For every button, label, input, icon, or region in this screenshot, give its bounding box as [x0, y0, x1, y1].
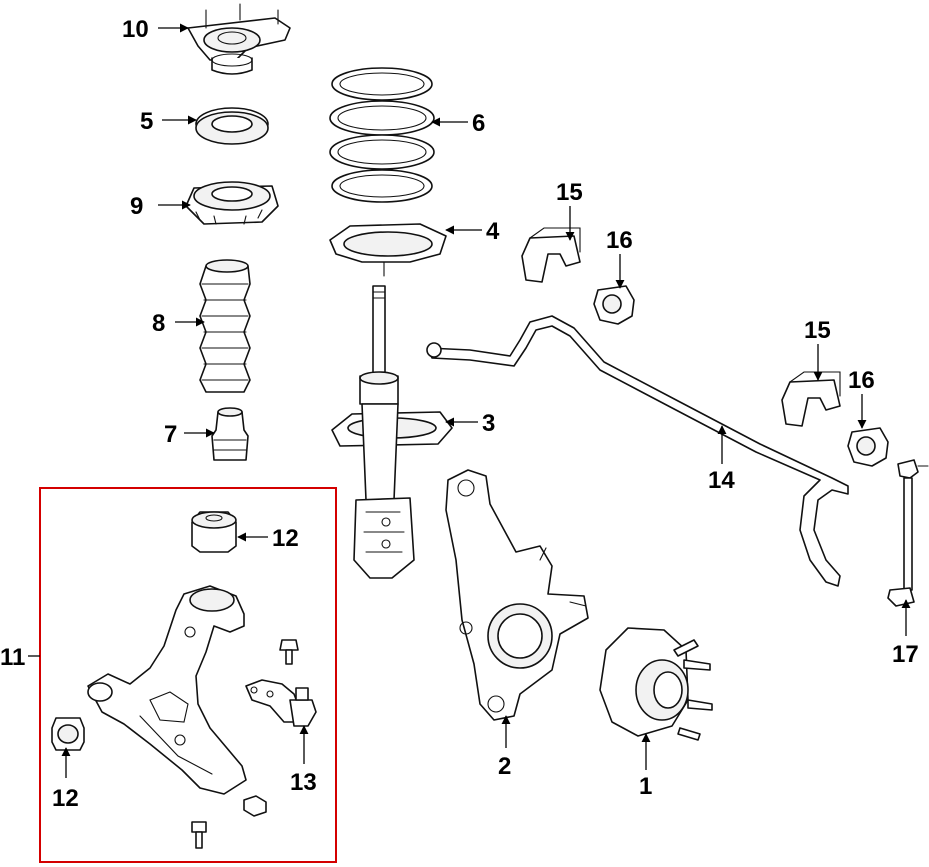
- bar-bushing-upper-part[interactable]: [593, 285, 635, 325]
- bump-stop-part[interactable]: [211, 407, 249, 461]
- hub-bearing-part[interactable]: [599, 627, 713, 741]
- bearing-part[interactable]: [195, 107, 269, 145]
- knuckle-part[interactable]: [445, 469, 589, 721]
- callout-7: 7: [164, 421, 177, 448]
- callout-14: 14: [708, 467, 735, 494]
- lower-control-arm-part[interactable]: [87, 585, 247, 795]
- callout-6: 6: [472, 110, 485, 137]
- stabilizer-bar-part[interactable]: [426, 315, 849, 587]
- callout-9: 9: [130, 193, 143, 220]
- strut-mount-part[interactable]: [187, 3, 291, 75]
- bracket-lower-part[interactable]: [781, 371, 841, 427]
- bar-bushing-lower-part[interactable]: [847, 427, 889, 467]
- bracket-upper-part[interactable]: [521, 227, 581, 283]
- dust-boot-part[interactable]: [199, 259, 251, 393]
- callout-16-upper: 16: [606, 227, 633, 254]
- callout-labels: 10 5 9 8 7 6 4 3 2 1 15 16 15 16 14 17 1…: [0, 16, 919, 812]
- bushing-top-part[interactable]: [191, 511, 237, 553]
- lower-arm-highlight-frame: [39, 487, 337, 863]
- coil-spring-part[interactable]: [329, 67, 435, 203]
- callout-16-lower: 16: [848, 367, 875, 394]
- callout-3: 3: [482, 410, 495, 437]
- callout-8: 8: [152, 310, 165, 337]
- callout-1: 1: [639, 773, 652, 800]
- strut-part[interactable]: [331, 285, 453, 579]
- callout-12-left: 12: [52, 785, 79, 812]
- bolt-part[interactable]: [191, 639, 299, 849]
- ball-joint-part[interactable]: [245, 679, 317, 727]
- callout-2: 2: [498, 753, 511, 780]
- callout-10: 10: [122, 16, 149, 43]
- lower-spring-seat-part[interactable]: [329, 223, 447, 277]
- leader-lines: [28, 23, 911, 778]
- nut-part[interactable]: [243, 795, 267, 817]
- callout-15-upper: 15: [556, 179, 583, 206]
- bushing-left-part[interactable]: [51, 717, 85, 751]
- callout-5: 5: [140, 108, 153, 135]
- callout-15-lower: 15: [804, 317, 831, 344]
- callout-12-top: 12: [272, 525, 299, 552]
- stabilizer-link-part[interactable]: [887, 459, 929, 607]
- callout-13: 13: [290, 769, 317, 796]
- upper-spring-seat-part[interactable]: [185, 181, 279, 225]
- callout-11: 11: [0, 644, 25, 671]
- callout-17: 17: [892, 641, 919, 668]
- callout-4: 4: [486, 218, 500, 245]
